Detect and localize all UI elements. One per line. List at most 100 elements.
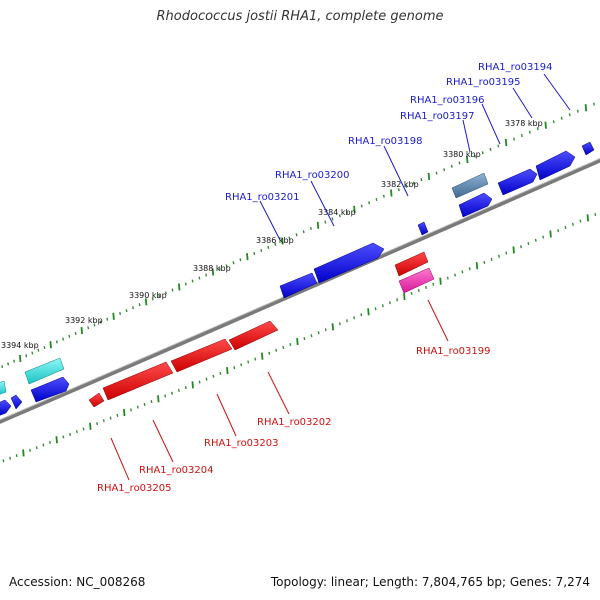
- map-title: Rhodococcus jostii RHA1, complete genome: [156, 9, 444, 24]
- gene-arrow-fwd[interactable]: [279, 272, 318, 299]
- gene-arrow-rev[interactable]: [170, 338, 233, 373]
- minor-tick: [87, 326, 90, 330]
- major-tick: [112, 312, 115, 320]
- gene-arrow-rev[interactable]: [88, 392, 105, 408]
- gene-arrow-fwd-steel[interactable]: [451, 172, 489, 199]
- gene-label-ro03197[interactable]: RHA1_ro03197: [400, 111, 475, 122]
- minor-tick: [481, 151, 484, 155]
- minor-tick: [458, 161, 461, 165]
- reverse-strand-genes: [88, 251, 435, 408]
- gene-arrow-fwd-cyan[interactable]: [24, 357, 65, 385]
- minor-tick: [164, 291, 167, 295]
- major-tick: [367, 308, 370, 316]
- minor-tick: [267, 245, 270, 249]
- minor-tick: [31, 351, 34, 355]
- minor-tick: [542, 235, 545, 239]
- minor-tick: [420, 178, 423, 182]
- minor-tick: [374, 307, 377, 311]
- minor-tick: [309, 226, 312, 231]
- minor-tick: [143, 402, 146, 406]
- minor-tick: [461, 270, 464, 274]
- minor-tick: [594, 212, 597, 217]
- minor-tick: [505, 251, 508, 255]
- inner-tick-track: [2, 212, 597, 463]
- gene-label-ro03200[interactable]: RHA1_ro03200: [275, 170, 350, 181]
- tick-label-3386: 3386 kbp: [256, 236, 294, 245]
- minor-tick: [324, 220, 327, 224]
- minor-tick: [240, 363, 243, 367]
- minor-tick: [37, 348, 40, 352]
- gene-arrow-fwd[interactable]: [30, 376, 70, 403]
- minor-tick: [62, 337, 65, 341]
- gene-arrow-fwd-cyan[interactable]: [0, 380, 7, 395]
- minor-tick: [55, 340, 58, 344]
- minor-tick: [119, 311, 122, 316]
- gene-arrow-fwd[interactable]: [535, 150, 576, 181]
- gene-arrow-rev-pink[interactable]: [398, 267, 435, 294]
- minor-tick: [397, 188, 400, 192]
- gene-label-ro03196[interactable]: RHA1_ro03196: [410, 95, 485, 106]
- major-tick: [89, 422, 92, 430]
- major-tick: [123, 409, 126, 417]
- gene-arrow-rev[interactable]: [394, 251, 429, 277]
- minor-tick: [43, 345, 46, 350]
- gene-label-ro03199[interactable]: RHA1_ro03199: [416, 346, 491, 357]
- minor-tick: [443, 168, 446, 172]
- minor-tick: [360, 313, 363, 317]
- outer-tick-track: [1, 102, 595, 369]
- gene-label-ro03198[interactable]: RHA1_ro03198: [348, 136, 423, 147]
- minor-tick: [490, 257, 493, 261]
- minor-tick: [536, 127, 539, 131]
- major-tick: [261, 352, 264, 360]
- minor-tick: [382, 194, 385, 198]
- gene-arrow-fwd[interactable]: [10, 394, 23, 410]
- minor-tick: [381, 304, 384, 308]
- minor-tick: [450, 164, 453, 168]
- gene-arrow-fwd[interactable]: [417, 221, 429, 236]
- minor-tick: [527, 241, 530, 246]
- minor-tick: [74, 331, 77, 336]
- minor-tick: [489, 147, 492, 151]
- minor-tick: [289, 342, 292, 347]
- minor-tick: [106, 317, 109, 321]
- gene-arrow-fwd[interactable]: [458, 192, 493, 218]
- major-tick: [55, 436, 58, 444]
- gene-arrow-fwd[interactable]: [497, 168, 538, 196]
- gene-label-ro03195[interactable]: RHA1_ro03195: [446, 77, 521, 88]
- gene-arrow-rev[interactable]: [228, 320, 279, 351]
- major-tick: [549, 230, 552, 238]
- minor-tick: [62, 435, 65, 439]
- minor-tick: [552, 120, 555, 124]
- minor-tick: [198, 380, 201, 384]
- minor-tick: [254, 357, 257, 361]
- reverse-gene-labels: RHA1_ro03199 RHA1_ro03202 RHA1_ro03203 R…: [97, 346, 491, 494]
- gene-arrow-rev[interactable]: [102, 361, 174, 401]
- minor-tick: [184, 386, 187, 390]
- gene-arrow-fwd[interactable]: [0, 399, 12, 416]
- gene-label-ro03204[interactable]: RHA1_ro03204: [139, 465, 214, 476]
- gene-label-ro03205[interactable]: RHA1_ro03205: [97, 483, 172, 494]
- genome-backbone-highlight: [0, 157, 600, 421]
- gene-arrow-fwd[interactable]: [313, 242, 385, 284]
- gene-label-ro03194[interactable]: RHA1_ro03194: [478, 62, 553, 73]
- gene-label-ro03202[interactable]: RHA1_ro03202: [257, 417, 332, 428]
- gene-label-ro03201[interactable]: RHA1_ro03201: [225, 192, 300, 203]
- minor-tick: [132, 306, 134, 310]
- major-tick: [19, 354, 22, 363]
- label-leader-lines: [110, 73, 571, 481]
- tick-label-3390: 3390 kbp: [129, 291, 167, 300]
- minor-tick: [557, 229, 560, 233]
- gene-label-ro03203[interactable]: RHA1_ro03203: [204, 438, 279, 449]
- tick-labels: 3378 kbp 3380 kbp 3382 kbp 3384 kbp 3386…: [1, 119, 543, 350]
- minor-tick: [338, 322, 341, 326]
- minor-tick: [225, 264, 228, 268]
- minor-tick: [75, 430, 78, 434]
- major-tick: [191, 381, 194, 389]
- minor-tick: [275, 348, 278, 352]
- minor-tick: [93, 323, 96, 327]
- minor-tick: [260, 248, 263, 253]
- minor-tick: [212, 374, 215, 378]
- gene-arrow-fwd[interactable]: [581, 141, 595, 156]
- tick-label-3394: 3394 kbp: [1, 341, 39, 350]
- minor-tick: [49, 440, 51, 444]
